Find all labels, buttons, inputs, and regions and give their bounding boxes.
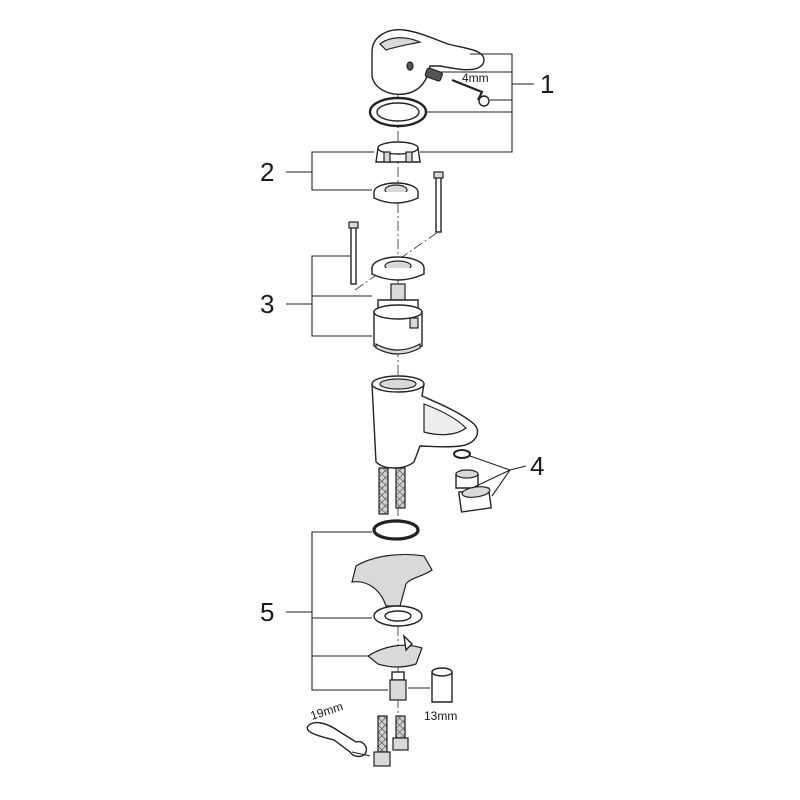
supply-hoses-upper bbox=[378, 467, 406, 515]
hex-key-4mm bbox=[451, 78, 484, 101]
lever-handle bbox=[371, 29, 485, 95]
callout-5: 5 bbox=[260, 597, 274, 627]
callout-1-leaders bbox=[420, 53, 534, 153]
cartridge bbox=[373, 283, 423, 355]
supply-hoses-lower bbox=[373, 715, 409, 767]
callout-5-leaders bbox=[286, 531, 430, 691]
socket-13mm bbox=[431, 667, 453, 703]
hose-wrench-19mm bbox=[306, 721, 371, 758]
guide-bush bbox=[373, 182, 419, 204]
washer bbox=[373, 605, 423, 627]
base-plate bbox=[351, 553, 433, 607]
aerator-gasket bbox=[453, 449, 471, 459]
clamp-ring bbox=[375, 141, 421, 163]
o-ring bbox=[372, 519, 420, 541]
aerator-insert bbox=[455, 469, 479, 489]
aerator-housing bbox=[457, 486, 493, 513]
fixing-screw-right bbox=[433, 171, 444, 233]
dimension-label-wrench: 19mm bbox=[309, 699, 345, 723]
flange-ring bbox=[371, 256, 425, 281]
fixing-bracket bbox=[366, 634, 423, 668]
dimension-label-socket: 13mm bbox=[424, 709, 457, 723]
dimension-label-hex-key: 4mm bbox=[462, 71, 489, 85]
callout-4-leaders bbox=[469, 455, 527, 497]
tap-body bbox=[371, 375, 479, 469]
callout-3-leaders bbox=[286, 255, 372, 337]
cap bbox=[478, 95, 490, 107]
grub-screw bbox=[424, 67, 443, 82]
cover-ring bbox=[368, 96, 428, 128]
callout-1: 1 bbox=[540, 69, 554, 99]
fixing-nut-stud bbox=[389, 671, 407, 701]
fixing-screw-left bbox=[348, 221, 359, 285]
callout-3: 3 bbox=[260, 289, 274, 319]
callout-2-leaders bbox=[286, 151, 374, 191]
callout-4: 4 bbox=[530, 451, 544, 481]
callout-2: 2 bbox=[260, 157, 274, 187]
